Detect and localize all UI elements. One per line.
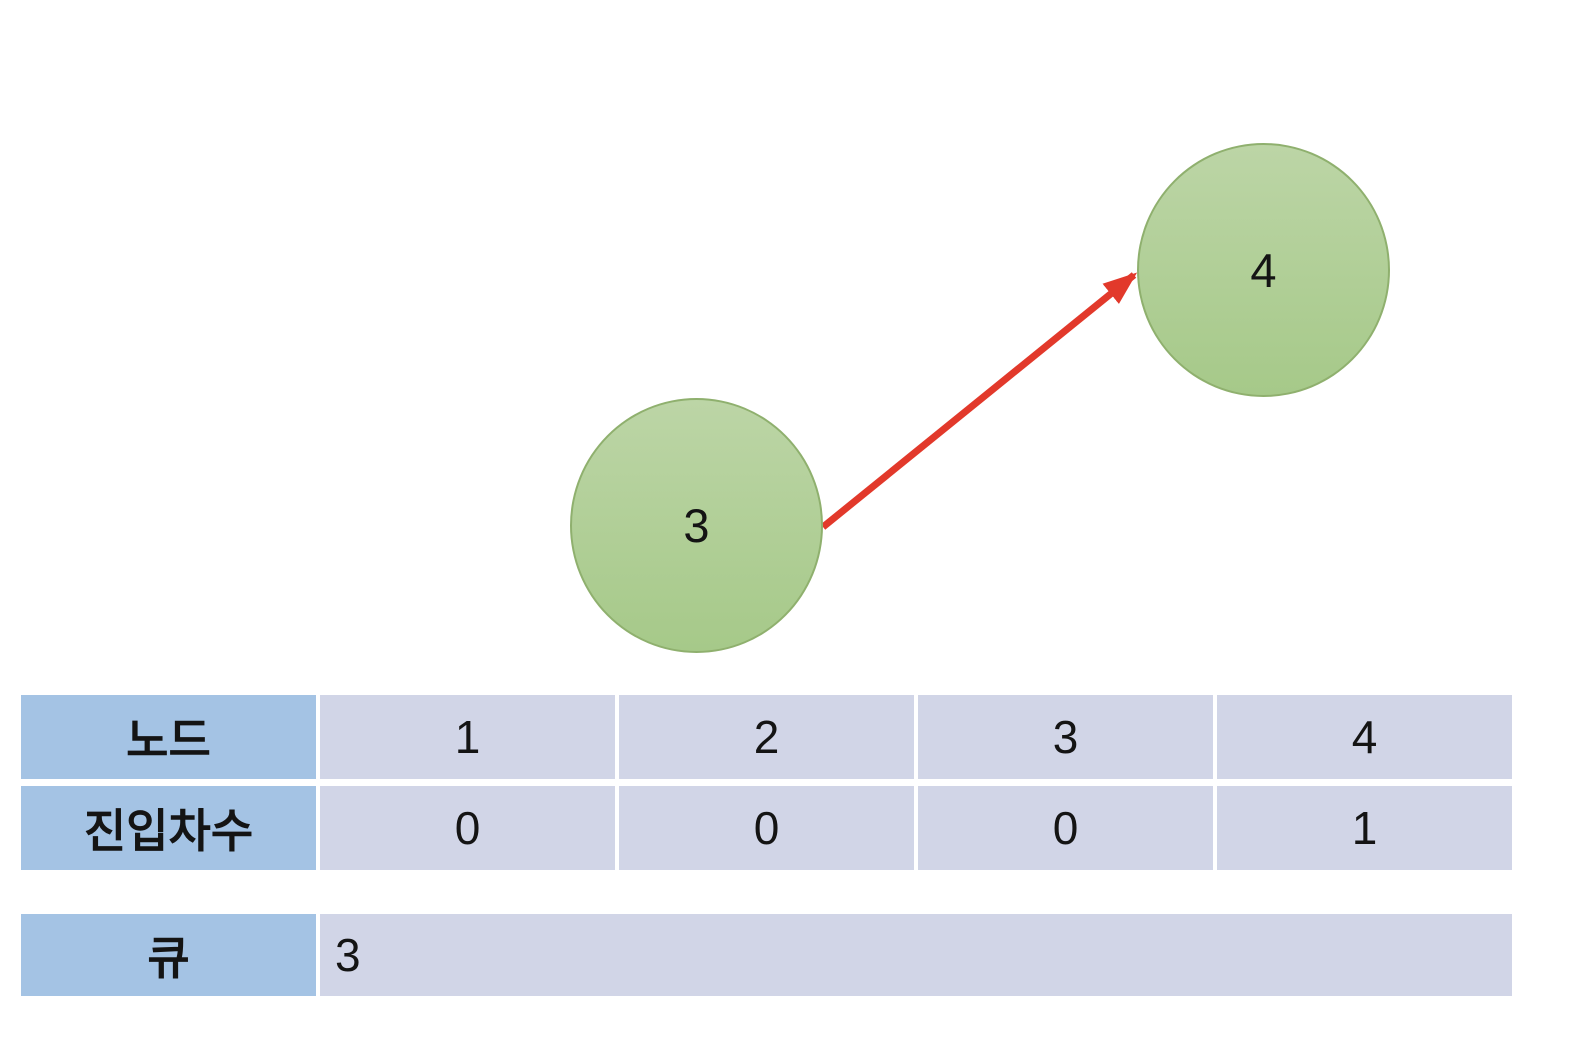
row-header-queue: 큐 <box>21 914 316 996</box>
row-header-indegree: 진입차수 <box>21 786 316 870</box>
node-id-cell: 2 <box>619 695 914 779</box>
indegree-table: 노드 1 2 3 4 진입차수 0 0 0 1 <box>21 695 1512 870</box>
queue-table: 큐 3 <box>21 914 1512 996</box>
indegree-cell: 0 <box>918 786 1213 870</box>
indegree-cell: 0 <box>619 786 914 870</box>
node-id-cell: 3 <box>918 695 1213 779</box>
node-label: 4 <box>1250 243 1277 297</box>
row-header-node: 노드 <box>21 695 316 779</box>
graph-node-3: 3 <box>570 398 823 653</box>
graph-node-4: 4 <box>1137 143 1390 397</box>
node-id-cell: 4 <box>1217 695 1512 779</box>
queue-contents-cell: 3 <box>320 914 1512 996</box>
node-id-cell: 1 <box>320 695 615 779</box>
indegree-cell: 0 <box>320 786 615 870</box>
indegree-cell: 1 <box>1217 786 1512 870</box>
node-label: 3 <box>683 499 710 552</box>
